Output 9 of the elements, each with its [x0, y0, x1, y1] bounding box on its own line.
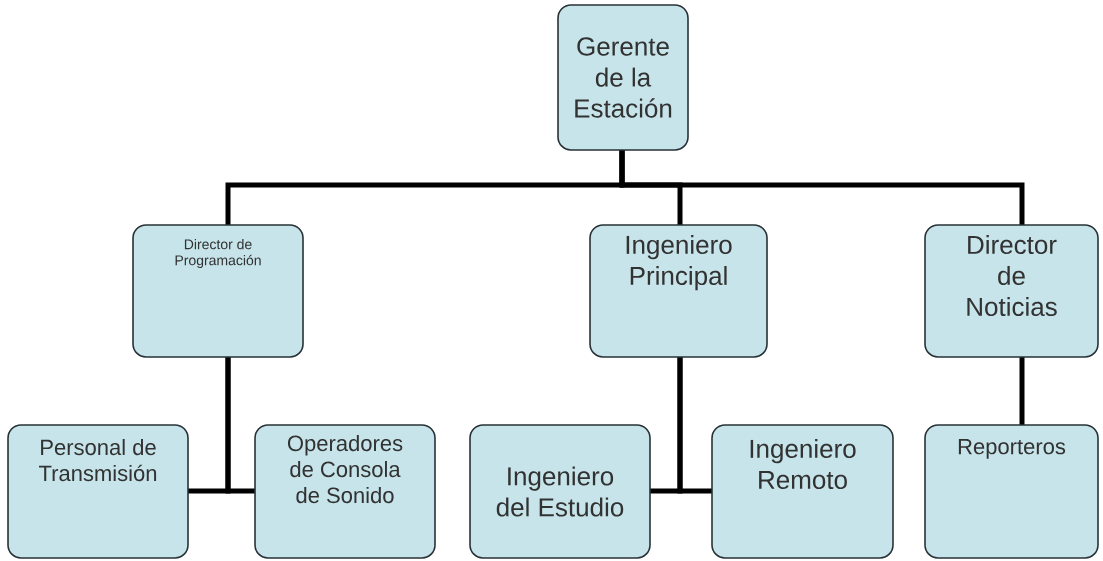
org-box: Ingeniero Principal	[589, 224, 768, 358]
org-box: Operadores de Consola de Sonido	[254, 424, 436, 559]
org-box: Director de Noticias	[924, 224, 1099, 358]
org-box: Gerente de la Estación	[557, 4, 689, 151]
org-box: Ingeniero Remoto	[711, 424, 894, 559]
org-box: Director de Programación	[132, 224, 304, 358]
org-box: Ingeniero del Estudio	[469, 424, 651, 559]
org-box: Reporteros	[924, 424, 1099, 559]
org-box: Personal de Transmisión	[7, 424, 189, 559]
